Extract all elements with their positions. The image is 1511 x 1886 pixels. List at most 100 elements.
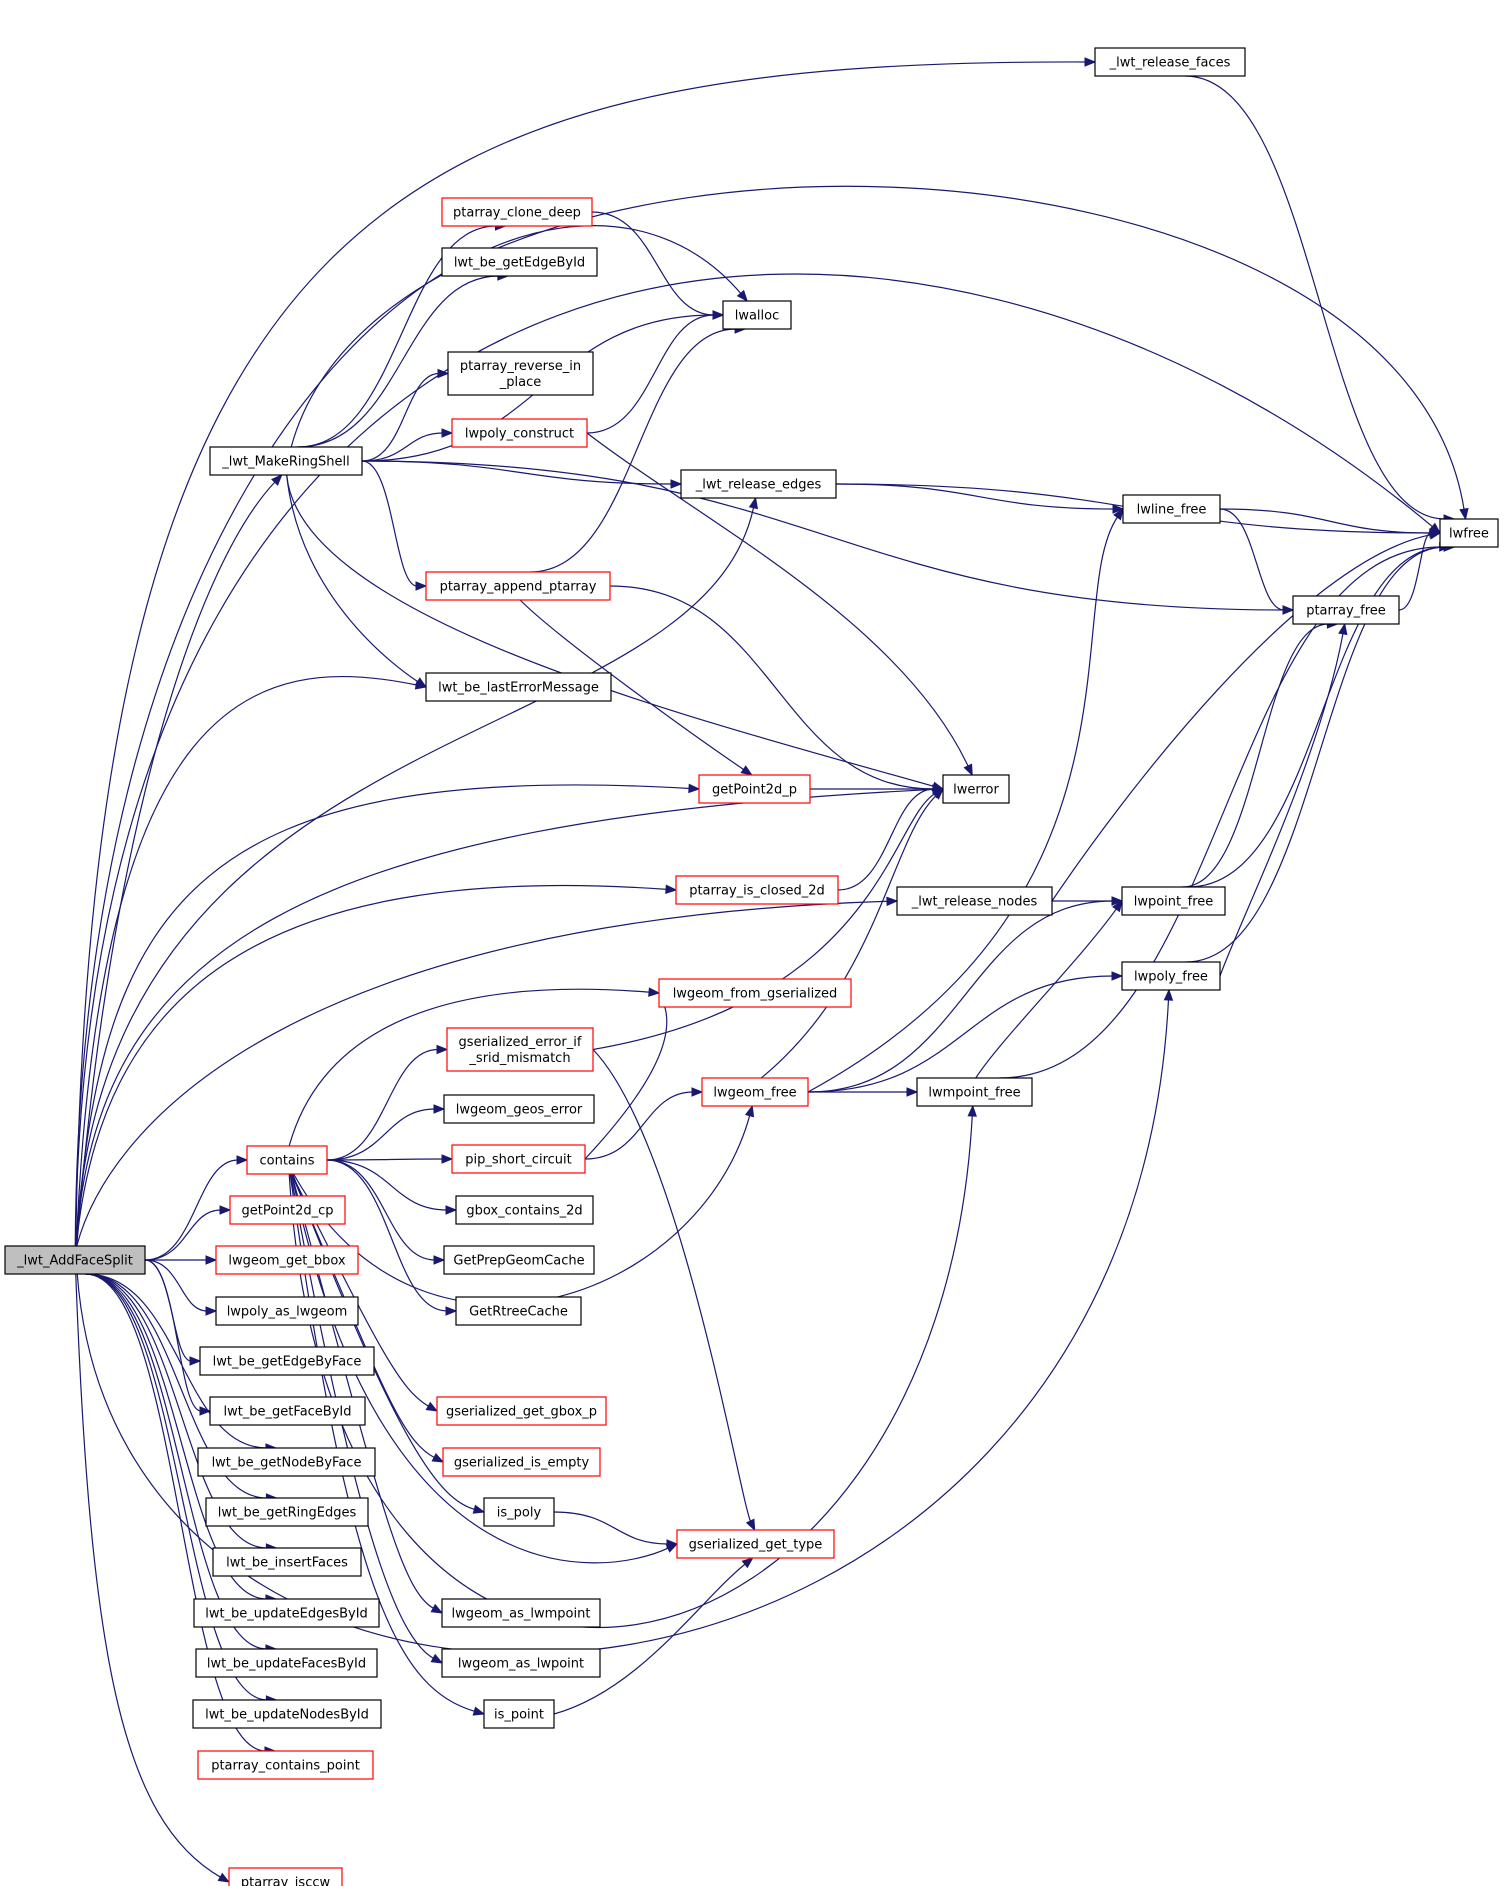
edge-line <box>1188 546 1446 888</box>
node-lwpoly_free[interactable]: lwpoly_free <box>1121 961 1221 991</box>
node-box <box>425 571 611 601</box>
edge-line <box>75 61 1087 1247</box>
node-prepgeom[interactable]: GetPrepGeomCache <box>443 1245 595 1275</box>
edge-arrowhead <box>217 1872 231 1883</box>
node-makering[interactable]: _lwt_MakeRingShell <box>209 446 363 476</box>
edge-arrowhead <box>472 1504 486 1514</box>
node-updNodes[interactable]: lwt_be_updateNodesById <box>192 1699 382 1729</box>
edge-line <box>835 483 1115 510</box>
node-pip[interactable]: pip_short_circuit <box>451 1144 586 1174</box>
node-getEdgeById[interactable]: lwt_be_getEdgeById <box>441 247 598 277</box>
edge-line <box>553 1511 669 1545</box>
node-lwerror[interactable]: lwerror <box>942 774 1010 804</box>
node-lwgeom_free[interactable]: lwgeom_free <box>701 1077 809 1107</box>
edge-root-to-lwerror <box>75 784 945 1247</box>
node-updEdges[interactable]: lwt_be_updateEdgesById <box>193 1598 380 1628</box>
edge-root-to-getPoint2d_p <box>75 783 701 1247</box>
edge-line <box>837 788 935 891</box>
node-rtree[interactable]: GetRtreeCache <box>455 1296 582 1326</box>
node-closed2d[interactable]: ptarray_is_closed_2d <box>675 875 839 905</box>
node-nodeByFace[interactable]: lwt_be_getNodeByFace <box>197 1447 376 1477</box>
node-append[interactable]: ptarray_append_ptarray <box>425 571 611 601</box>
node-label: GetRtreeCache <box>469 1305 568 1320</box>
edge-line <box>529 328 737 573</box>
edge-line <box>326 1159 448 1211</box>
node-poly_as[interactable]: lwpoly_as_lwgeom <box>215 1296 359 1326</box>
node-lwmpoint_free[interactable]: lwmpoint_free <box>916 1077 1033 1107</box>
node-lwpoly_construct[interactable]: lwpoly_construct <box>451 418 588 448</box>
edge-line <box>74 273 1434 1247</box>
node-lwalloc[interactable]: lwalloc <box>722 300 792 330</box>
node-gbox_p[interactable]: gserialized_get_gbox_p <box>436 1396 607 1426</box>
node-updFaces[interactable]: lwt_be_updateFacesById <box>195 1648 378 1678</box>
node-as_point[interactable]: lwgeom_as_lwpoint <box>441 1648 601 1678</box>
edge-arrowhead <box>430 1603 444 1614</box>
node-edgeByFace[interactable]: lwt_be_getEdgeByFace <box>199 1346 375 1376</box>
node-ptarray_free[interactable]: ptarray_free <box>1292 595 1400 625</box>
edge-root-to-makering <box>76 474 283 1247</box>
node-lwline_free[interactable]: lwline_free <box>1122 494 1221 524</box>
edge-arrowhead <box>963 763 973 777</box>
node-box <box>916 1077 1033 1107</box>
node-label: getPoint2d_p <box>712 783 797 798</box>
edge-contains-to-gbox2d <box>326 1159 458 1215</box>
node-is_poly[interactable]: is_poly <box>483 1497 555 1527</box>
edge-release_faces-to-lwfree <box>1184 75 1456 524</box>
node-srid[interactable]: gserialized_error_if_srid_mismatch <box>446 1027 594 1072</box>
node-isccw[interactable]: ptarray_isccw <box>228 1867 343 1886</box>
node-label: _lwt_release_edges <box>695 478 822 493</box>
node-clone_deep[interactable]: ptarray_clone_deep <box>441 197 593 227</box>
node-getPoint2d_p[interactable]: getPoint2d_p <box>698 774 811 804</box>
edge-line <box>76 900 889 1247</box>
node-box <box>246 1145 328 1175</box>
node-release_nodes[interactable]: _lwt_release_nodes <box>896 886 1053 916</box>
edge-line <box>1185 546 1446 963</box>
node-box <box>212 1547 362 1577</box>
node-as_mpoint[interactable]: lwgeom_as_lwmpoint <box>441 1598 601 1628</box>
node-insertFaces[interactable]: lwt_be_insertFaces <box>212 1547 362 1577</box>
node-label: is_poly <box>497 1506 542 1521</box>
node-label: gserialized_get_gbox_p <box>446 1405 597 1420</box>
node-lwfree[interactable]: lwfree <box>1439 518 1499 548</box>
node-release_edges[interactable]: _lwt_release_edges <box>680 469 837 499</box>
node-box <box>441 1648 601 1678</box>
node-box <box>447 351 594 396</box>
edge-lwmpoint_free-to-lwpoint_free <box>975 899 1123 1079</box>
node-box <box>722 300 792 330</box>
edge-release_edges-to-lwline_free <box>835 483 1125 514</box>
edge-line <box>1219 632 1344 977</box>
edge-arrowhead <box>1111 971 1124 981</box>
node-label: ptarray_append_ptarray <box>440 580 597 595</box>
node-from_gser[interactable]: lwgeom_from_gserialized <box>658 978 852 1008</box>
edge-arrowhead <box>433 1255 446 1265</box>
node-ringEdges[interactable]: lwt_be_getRingEdges <box>205 1497 369 1527</box>
node-is_empty[interactable]: gserialized_is_empty <box>442 1447 601 1477</box>
node-getPoint2d_cp[interactable]: getPoint2d_cp <box>229 1195 346 1225</box>
node-label: contains <box>259 1154 314 1169</box>
node-gbox2d[interactable]: gbox_contains_2d <box>455 1195 594 1225</box>
edge-arrowhead <box>906 1087 919 1097</box>
edge-line <box>586 432 969 768</box>
edge-line <box>1219 508 1432 534</box>
node-faceById[interactable]: lwt_be_getFaceById <box>209 1396 366 1426</box>
node-release_faces[interactable]: _lwt_release_faces <box>1094 47 1246 77</box>
node-lwpoint_free[interactable]: lwpoint_free <box>1121 886 1226 916</box>
node-box <box>441 1598 601 1628</box>
node-contains_point[interactable]: ptarray_contains_point <box>197 1750 374 1780</box>
edge-contains-to-srid <box>326 1044 449 1161</box>
node-label: lwmpoint_free <box>928 1086 1020 1101</box>
node-is_point[interactable]: is_point <box>483 1699 555 1729</box>
edge-root-to-closed2d <box>75 884 678 1247</box>
edge-contains-to-rtree <box>326 1159 458 1316</box>
edge-arrowhead <box>472 1706 486 1716</box>
node-geos_error[interactable]: lwgeom_geos_error <box>443 1094 595 1124</box>
edge-lwline_free-to-lwfree <box>1219 508 1442 538</box>
node-contains[interactable]: contains <box>246 1145 328 1175</box>
node-root[interactable]: _lwt_AddFaceSplit <box>4 1245 146 1275</box>
node-get_bbox[interactable]: lwgeom_get_bbox <box>215 1245 359 1275</box>
node-lasterr[interactable]: lwt_be_lastErrorMessage <box>425 672 612 702</box>
node-get_type[interactable]: gserialized_get_type <box>676 1529 835 1559</box>
edge-root-to-release_edges <box>75 496 759 1247</box>
node-reverse[interactable]: ptarray_reverse_in_place <box>447 351 594 396</box>
node-label: getPoint2d_cp <box>241 1204 333 1219</box>
